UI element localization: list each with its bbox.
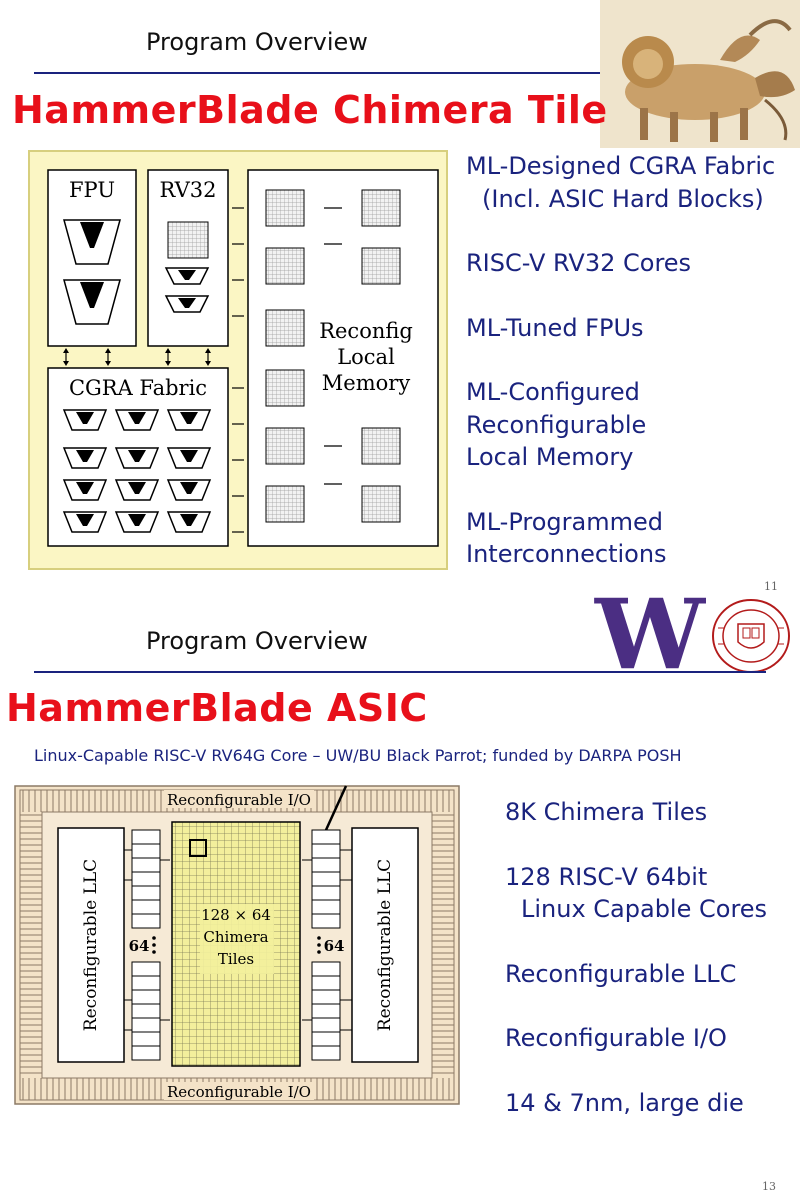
slide1-bullets: ML-Designed CGRA Fabric (Incl. ASIC Hard… — [466, 150, 786, 571]
memory-label-line1: Reconfig — [319, 319, 413, 343]
cornell-seal — [710, 598, 792, 674]
slide1-bullet-2: RISC-V RV32 Cores — [466, 247, 786, 280]
bullet-line: Linux Capable Cores — [521, 895, 768, 923]
slide2-bullet-3: Reconfigurable LLC — [505, 958, 795, 991]
rv32-label: RV32 — [160, 178, 217, 202]
chimera-tile-diagram: FPU RV32 CGRA Fabric — [28, 150, 448, 570]
bullet-line: 14 & 7nm, large die — [505, 1088, 744, 1117]
slide2-header-rule — [34, 671, 766, 673]
llc-left-label: Reconfigurable LLC — [81, 859, 101, 1031]
memory-label-line2: Local — [337, 345, 395, 369]
llc-left-block — [57, 827, 125, 1063]
slide2-bullet-1: 8K Chimera Tiles — [505, 796, 795, 829]
uw-logo-letter: W — [594, 596, 706, 672]
slide2-bullet-2: 128 RISC-V 64bit Linux Capable Cores — [505, 861, 795, 926]
cgra-label: CGRA Fabric — [69, 376, 207, 400]
slide1-header: Program Overview — [146, 28, 368, 56]
core-count-right: 64 — [324, 937, 345, 955]
slide2-header: Program Overview — [146, 627, 368, 655]
bullet-line: ML-Configured — [466, 378, 640, 406]
bullet-line: Reconfigurable I/O — [505, 1024, 727, 1052]
bullet-line: ML-Designed CGRA Fabric — [466, 152, 776, 180]
bullet-line: ML-Programmed — [466, 507, 663, 536]
slide2-bullet-5: 14 & 7nm, large die — [505, 1087, 795, 1120]
memory-block — [247, 169, 439, 547]
slide1-bullet-5: ML-Programmed Interconnections — [466, 506, 786, 571]
bullet-line: 128 RISC-V 64bit — [505, 862, 708, 891]
bullet-line: Local Memory — [466, 443, 634, 471]
bullet-line: ML-Tuned FPUs — [466, 313, 644, 342]
bullet-line: (Incl. ASIC Hard Blocks) — [482, 184, 764, 213]
io-top-label: Reconfigurable I/O — [167, 791, 311, 809]
slide1-bullet-1: ML-Designed CGRA Fabric (Incl. ASIC Hard… — [466, 150, 786, 215]
slide2-bullet-4: Reconfigurable I/O — [505, 1022, 795, 1055]
memory-label-line3: Memory — [322, 371, 411, 395]
bullet-line: Reconfigurable LLC — [505, 959, 737, 988]
llc-right-label: Reconfigurable LLC — [375, 859, 395, 1031]
chimera-painting — [600, 0, 800, 148]
asic-diagram: Reconfigurable I/O Reconfigurable I/O Re… — [14, 770, 460, 1120]
uw-logo: W — [594, 578, 706, 691]
slide1-title: HammerBlade Chimera Tile — [12, 88, 608, 132]
bullet-line: Interconnections — [466, 540, 667, 568]
slide2-bullets: 8K Chimera Tiles 128 RISC-V 64bit Linux … — [505, 796, 795, 1119]
fpu-label: FPU — [69, 178, 115, 202]
llc-right-block — [351, 827, 419, 1063]
slide1-page-number: 11 — [764, 580, 778, 593]
core-pointer-line — [324, 785, 348, 831]
slide1-bullet-3: ML-Tuned FPUs — [466, 312, 786, 345]
core-count-left: 64 — [129, 937, 150, 955]
slide2-subtitle: Linux-Capable RISC-V RV64G Core – UW/BU … — [34, 746, 682, 765]
single-tile-highlight — [189, 839, 207, 857]
slide1-bullet-4: ML-Configured Reconfigurable Local Memor… — [466, 376, 786, 474]
bullet-line: RISC-V RV32 Cores — [466, 249, 692, 277]
bullet-line: Reconfigurable — [466, 410, 647, 439]
io-bottom-label: Reconfigurable I/O — [167, 1083, 311, 1101]
tiles-label-line1: 128 × 64 — [201, 906, 271, 924]
tiles-label-line3: Tiles — [218, 950, 254, 968]
bullet-line: 8K Chimera Tiles — [505, 798, 708, 826]
tiles-label-line2: Chimera — [203, 928, 268, 946]
slide2-page-number: 13 — [762, 1180, 776, 1193]
slide1-header-rule — [34, 72, 600, 74]
slide2-title: HammerBlade ASIC — [6, 686, 428, 730]
